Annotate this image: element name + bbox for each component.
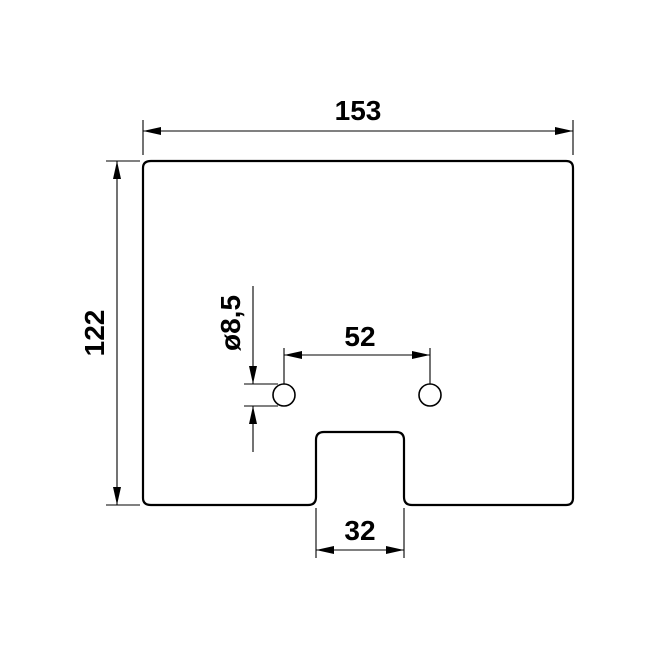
dimension-hole-diameter: ø8,5 (215, 286, 278, 452)
dimension-width: 153 (142, 95, 574, 155)
dimension-hole-spacing: 52 (283, 321, 431, 384)
dimension-width-label: 153 (335, 95, 382, 126)
mounting-hole-right (418, 383, 442, 407)
dimension-height: 122 (79, 160, 140, 506)
dimension-hole-spacing-label: 52 (344, 321, 375, 352)
dimension-height-label: 122 (79, 310, 110, 357)
dimension-hole-diameter-label: ø8,5 (215, 295, 246, 351)
dimension-notch-width-label: 32 (344, 515, 375, 546)
mounting-hole-left (272, 383, 296, 407)
dimension-notch-width: 32 (315, 508, 405, 558)
plate-outline (141, 159, 575, 507)
